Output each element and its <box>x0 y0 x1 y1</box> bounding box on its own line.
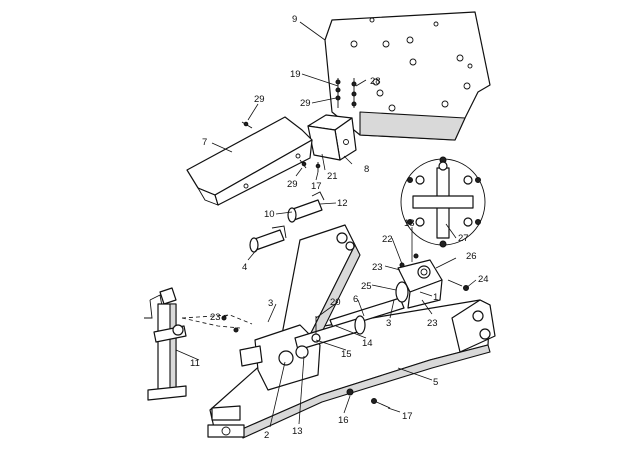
callout-17-bottom: 17 <box>402 411 413 422</box>
drive-shaft <box>294 297 405 351</box>
callout-14: 14 <box>362 338 373 349</box>
jack-stand <box>144 287 187 401</box>
callout-23-right: 23 <box>427 318 438 329</box>
u-joint-detail <box>400 156 486 248</box>
callout-22: 22 <box>382 234 393 245</box>
callout-13: 13 <box>292 426 303 437</box>
callout-25: 25 <box>361 281 372 292</box>
callout-24: 24 <box>478 274 489 285</box>
cover-panel <box>186 116 313 206</box>
callout-27: 27 <box>458 233 469 244</box>
callout-7: 7 <box>202 137 207 148</box>
screws-29 <box>241 121 321 172</box>
leader-lines <box>175 21 477 428</box>
callout-15: 15 <box>341 349 352 360</box>
callout-4: 4 <box>242 262 247 273</box>
callout-1: 1 <box>433 292 438 303</box>
callout-18: 18 <box>404 218 415 229</box>
main-frame <box>207 299 496 439</box>
callout-21: 21 <box>327 171 338 182</box>
callout-23-mid: 23 <box>372 262 383 273</box>
callout-12: 12 <box>337 198 348 209</box>
callout-9: 9 <box>292 14 297 25</box>
callout-20: 20 <box>330 297 341 308</box>
callout-labels: 9 19 28 29 29 7 8 21 29 17 12 10 18 27 2… <box>190 14 489 441</box>
bracket <box>307 114 357 161</box>
callout-3-right: 3 <box>386 318 391 329</box>
callout-26: 26 <box>466 251 477 262</box>
callout-23-left: 23 <box>210 312 221 323</box>
callout-6: 6 <box>353 294 358 305</box>
callout-8: 8 <box>364 164 369 175</box>
callout-2: 2 <box>264 430 269 441</box>
callout-28: 28 <box>370 76 381 87</box>
callout-17-top: 17 <box>311 181 322 192</box>
bolt-stack <box>335 78 357 108</box>
hardware <box>181 253 469 409</box>
callout-29-cover: 29 <box>254 94 265 105</box>
callout-29-top: 29 <box>300 98 311 109</box>
callout-11: 11 <box>190 358 200 369</box>
callout-19: 19 <box>290 69 301 80</box>
pin-10 <box>287 191 325 223</box>
callout-10: 10 <box>264 209 275 220</box>
mounting-plate <box>324 11 491 141</box>
pin-4 <box>249 225 287 253</box>
callout-5: 5 <box>433 377 438 388</box>
callout-16: 16 <box>338 415 349 426</box>
callout-3-left: 3 <box>268 298 273 309</box>
callout-29-bottom: 29 <box>287 179 298 190</box>
